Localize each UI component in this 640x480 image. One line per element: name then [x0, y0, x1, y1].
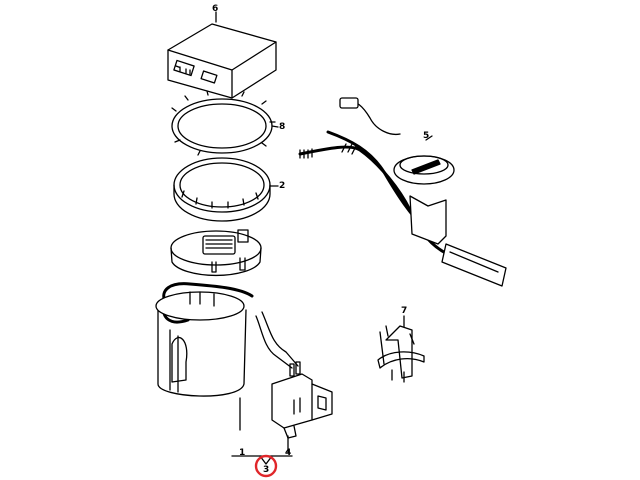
fuel-pump-unit — [155, 229, 333, 439]
locking-ring — [173, 157, 279, 222]
wiring-harness — [298, 97, 507, 287]
retaining-clip — [377, 315, 425, 383]
callout-8: 8 — [279, 122, 286, 132]
control-module — [167, 23, 277, 99]
gasket-ring — [171, 90, 279, 156]
callout-3: 3 — [263, 465, 270, 475]
callout-5: 5 — [423, 131, 430, 141]
callout-1: 1 — [239, 448, 246, 458]
callout-2: 2 — [279, 181, 286, 191]
callout-7: 7 — [401, 306, 408, 316]
callout-6: 6 — [212, 4, 219, 14]
callout-4: 4 — [285, 448, 292, 458]
highlight-circle — [254, 454, 278, 478]
